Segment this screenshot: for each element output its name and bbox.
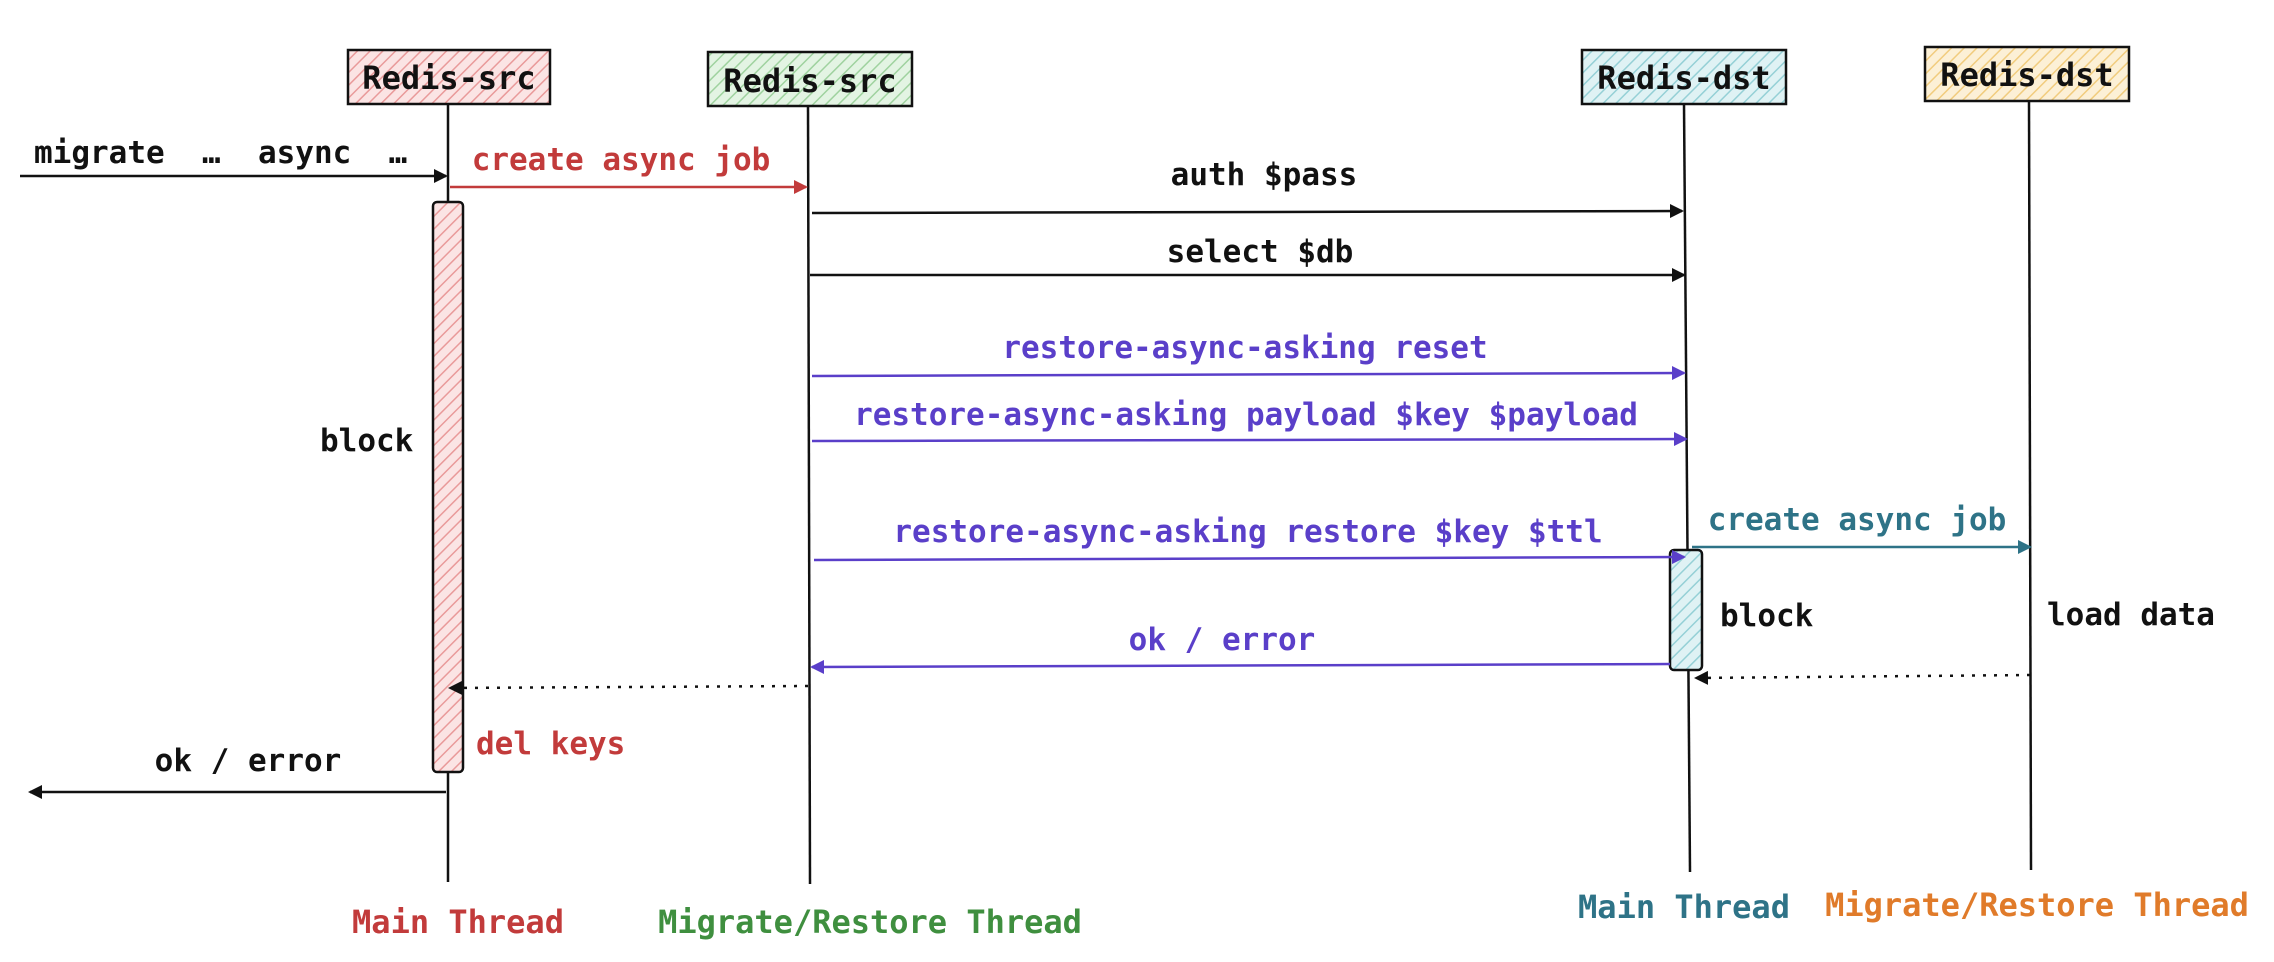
participant-src-migrate: Redis-src (706, 50, 914, 108)
message-label-create-async-job-dst: create async job (1708, 502, 2007, 538)
note-src-del-keys: del keys (476, 726, 625, 762)
message-label-ok-error-client: ok / error (155, 743, 342, 779)
message-label-create-async-job-src: create async job (472, 142, 771, 178)
thread-label-dst-main: Main Thread (1578, 888, 1790, 926)
message-arrow-restore-reset (811, 366, 1686, 381)
message-arrow-restore-restore (813, 550, 1686, 565)
participant-dst-restore-label: Redis-dst (1940, 56, 2113, 94)
lifeline-src-migrate (806, 105, 812, 885)
participant-dst-main-label: Redis-dst (1597, 59, 1770, 97)
lifeline-dst-main (1682, 103, 1692, 873)
thread-label-src-main: Main Thread (352, 903, 564, 941)
participant-src-main-label: Redis-src (362, 59, 535, 97)
activation-src-main (431, 200, 465, 774)
participant-dst-restore: Redis-dst (1923, 45, 2131, 103)
message-label-restore-restore: restore-async-asking restore $key $ttl (893, 514, 1602, 550)
thread-label-dst-restore: Migrate/Restore Thread (1825, 886, 2249, 924)
message-arrow-dotted-dst-return (1694, 670, 2031, 685)
message-arrow-auth (811, 204, 1684, 219)
participant-src-migrate-label: Redis-src (723, 62, 896, 100)
message-arrow-dotted-src-return (448, 680, 809, 695)
thread-label-src-migrate: Migrate/Restore Thread (658, 903, 1082, 941)
message-label-migrate: migrate … async … (34, 135, 407, 171)
note-dst-block: block (1720, 598, 1814, 634)
message-arrow-ok-error-purple (810, 659, 1671, 674)
message-label-restore-payload: restore-async-asking payload $key $paylo… (854, 397, 1638, 433)
message-label-select: select $db (1167, 234, 1354, 270)
lifeline-dst-restore (2027, 100, 2033, 871)
activation-dst-main (1668, 548, 1704, 672)
participant-dst-main: Redis-dst (1580, 48, 1788, 106)
participant-src-main: Redis-src (346, 48, 552, 106)
message-arrow-restore-payload (811, 432, 1688, 447)
message-label-ok-error-purple: ok / error (1129, 622, 1316, 658)
message-label-auth: auth $pass (1171, 157, 1358, 193)
note-src-block: block (320, 423, 414, 459)
message-label-restore-reset: restore-async-asking reset (1002, 330, 1487, 366)
note-dst-load-data: load data (2047, 597, 2215, 633)
